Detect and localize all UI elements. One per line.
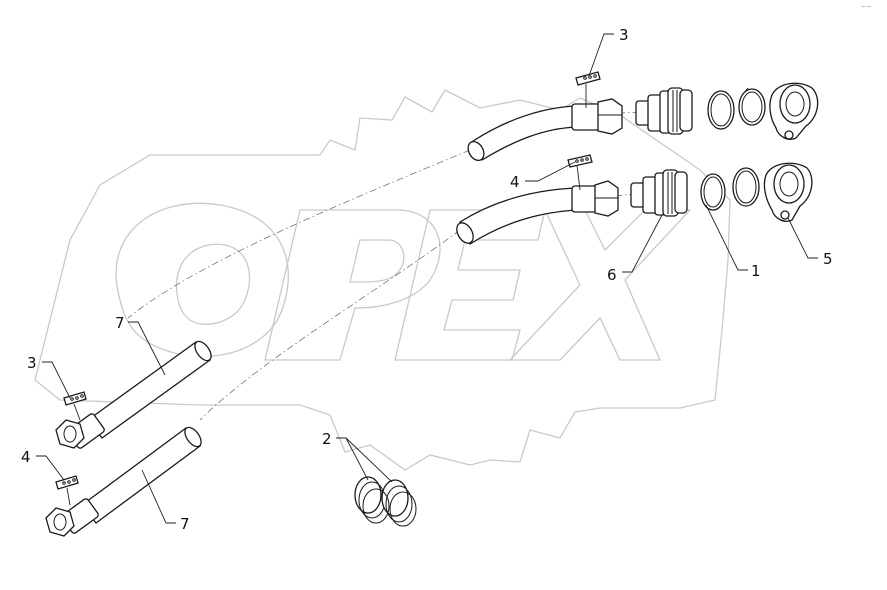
lower-coupling-plug xyxy=(630,169,688,217)
callout-7-lower: 7 xyxy=(180,515,190,533)
corner-mark: ⌐— xyxy=(862,4,871,10)
upper-dust-cap xyxy=(769,82,819,140)
leader-4-lower xyxy=(36,455,65,481)
callout-2: 2 xyxy=(322,430,332,448)
upper-hex-nut xyxy=(597,98,623,135)
lower-hose-end xyxy=(456,222,474,244)
lower-hose-assembly xyxy=(456,162,813,245)
leader-3-lower xyxy=(42,361,71,399)
watermark-letter-p xyxy=(264,209,441,361)
leader-1 xyxy=(705,204,748,271)
straight-hose-lower-nut xyxy=(45,507,75,537)
callout-labels: 3 4 1 5 6 7 3 2 4 7 xyxy=(21,26,833,533)
watermark-letter-o xyxy=(115,202,290,358)
callout-5: 5 xyxy=(823,250,833,268)
leader-4-upper xyxy=(525,161,576,182)
tag-4-upper xyxy=(567,154,593,168)
callout-1: 1 xyxy=(751,262,761,280)
lower-dust-cap xyxy=(763,162,813,222)
straight-hose-upper xyxy=(55,340,212,449)
leader-2b xyxy=(345,437,393,483)
leader-4-lower-down xyxy=(66,487,71,506)
o-rings-set xyxy=(354,476,417,527)
lower-snap-ring xyxy=(700,173,726,211)
tag-4-lower xyxy=(55,475,79,490)
center-line-upper xyxy=(127,149,471,319)
upper-retaining-ring xyxy=(738,88,766,126)
upper-snap-ring xyxy=(707,90,735,130)
upper-coupling-plug xyxy=(635,87,693,135)
leader-7-lower xyxy=(141,469,176,524)
callout-6: 6 xyxy=(607,266,617,284)
center-line-lower xyxy=(199,229,461,421)
leader-5 xyxy=(787,217,818,259)
leader-7-upper xyxy=(128,321,166,376)
leader-3-upper xyxy=(588,33,614,77)
straight-hose-lower xyxy=(45,426,202,537)
callout-3-upper: 3 xyxy=(619,26,629,44)
tag-3-upper xyxy=(575,71,601,86)
straight-hose-upper-nut xyxy=(55,419,85,449)
callout-4-upper: 4 xyxy=(510,173,520,191)
watermark-gear-outline xyxy=(34,89,731,471)
opex-watermark xyxy=(34,89,731,471)
upper-hose-bent xyxy=(469,105,579,161)
lower-retaining-ring xyxy=(732,167,760,207)
watermark-letter-x xyxy=(508,209,692,361)
leader-3-lower-down xyxy=(73,403,81,421)
tag-3-lower xyxy=(63,391,87,406)
lower-hose-bent xyxy=(459,187,579,245)
upper-hose-end xyxy=(467,141,485,161)
callout-7-upper: 7 xyxy=(115,314,125,332)
upper-hose-assembly xyxy=(467,82,819,161)
leader-lines xyxy=(36,33,818,524)
callout-4-lower: 4 xyxy=(21,448,31,466)
callout-3-lower: 3 xyxy=(27,354,37,372)
lower-hose-ferrule xyxy=(571,185,599,213)
leader-4-upper-down xyxy=(576,164,581,191)
leader-6 xyxy=(622,214,663,273)
